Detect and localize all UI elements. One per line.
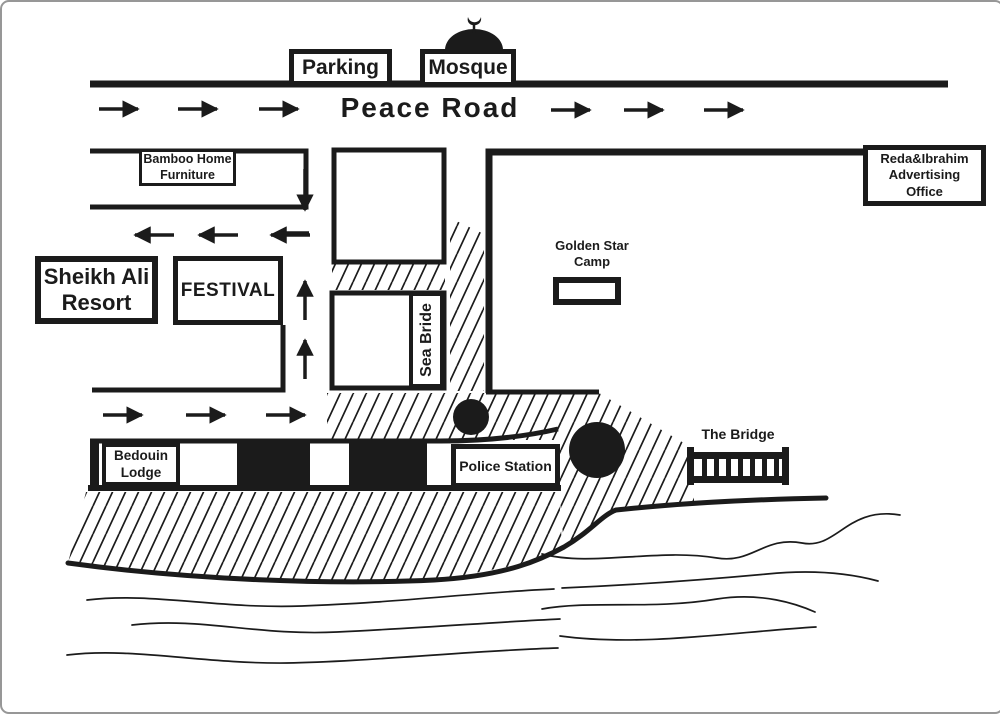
festival-road-outline xyxy=(92,325,286,393)
hatch-strip xyxy=(332,264,445,290)
reda-ibrahim-advertising-office-box: Reda&Ibrahim Advertising Office xyxy=(863,145,986,206)
festival-label: FESTIVAL xyxy=(180,279,276,301)
boardwalk xyxy=(88,426,561,491)
sheikh-ali-resort-label: Sheikh Ali Resort xyxy=(43,264,150,315)
sheikh-ali-resort-box: Sheikh Ali Resort xyxy=(35,256,158,324)
peace-road-label: Peace Road xyxy=(340,92,520,123)
beach-hatch-areas xyxy=(68,218,694,582)
bedouin-lodge-box: Bedouin Lodge xyxy=(102,443,180,486)
sea-bride-box: Sea Bride xyxy=(409,292,444,388)
the-bridge-label: The Bridge xyxy=(701,426,775,442)
right-district-outline xyxy=(485,148,943,393)
boardwalk-black-segment xyxy=(349,442,427,488)
peace-road-arrows xyxy=(99,100,745,119)
reda-ibrahim-advertising-office-label: Reda&Ibrahim Advertising Office xyxy=(880,151,969,199)
hatch-beach xyxy=(68,492,562,582)
parking-label: Parking xyxy=(301,55,380,79)
festival-box: FESTIVAL xyxy=(173,256,283,325)
sea-bride-label: Sea Bride xyxy=(417,303,435,377)
mosque-label: Mosque xyxy=(428,56,508,79)
mosque-box: Mosque xyxy=(420,49,516,87)
middle-square-block xyxy=(331,147,447,265)
boardwalk-black-segment xyxy=(237,442,310,488)
sea-waves xyxy=(66,512,901,664)
bamboo-home-furniture-box: Bamboo Home Furniture xyxy=(139,149,236,186)
golden-star-camp-label: Golden Star Camp xyxy=(555,238,629,269)
boardwalk-top-line xyxy=(90,426,559,444)
bedouin-lodge-label: Bedouin Lodge xyxy=(114,447,168,480)
large-circle-marker xyxy=(569,422,625,478)
hatch-channel xyxy=(450,218,484,391)
bamboo-home-furniture-label: Bamboo Home Furniture xyxy=(143,151,232,182)
golden-star-camp-box xyxy=(553,277,621,305)
parking-box: Parking xyxy=(289,49,392,86)
bridge-icon xyxy=(687,447,789,485)
boardwalk-left-end xyxy=(90,441,99,489)
mosque-dome-icon xyxy=(445,17,503,50)
crescent-icon xyxy=(467,17,482,26)
shoreline xyxy=(65,495,829,585)
police-station-label: Police Station xyxy=(459,458,552,474)
small-circle-marker xyxy=(453,399,489,435)
police-station-box: Police Station xyxy=(451,444,560,488)
